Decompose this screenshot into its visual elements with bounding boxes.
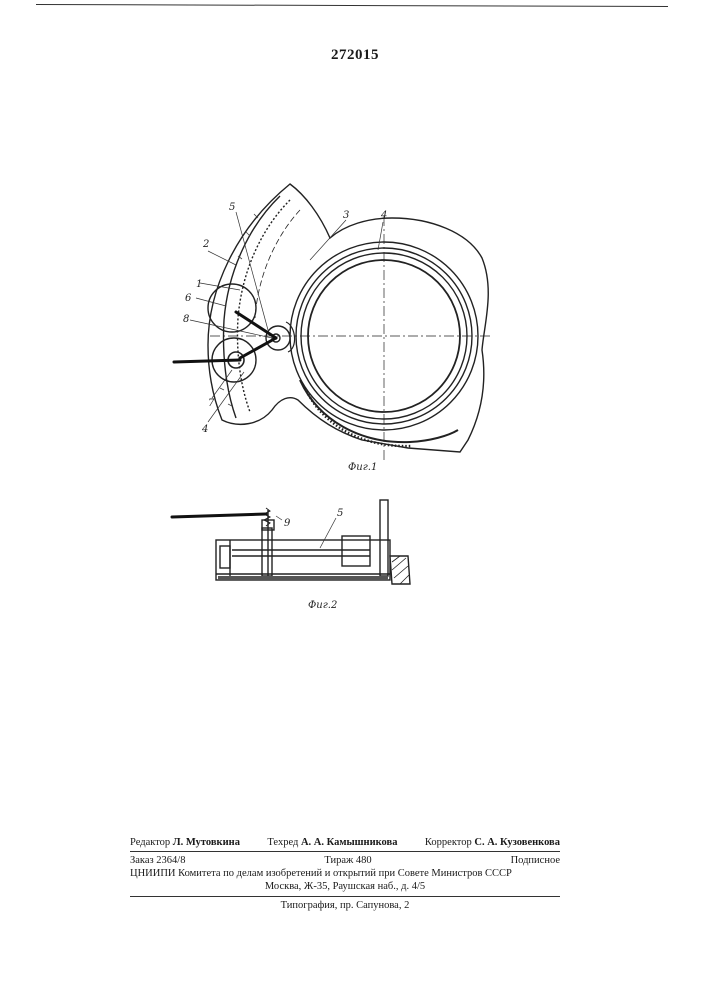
upper-lever-arm <box>236 312 276 338</box>
casing-outline <box>208 184 488 452</box>
editor-credit: Редактор Л. Мутовкина <box>130 836 240 849</box>
corrector-name: С. А. Кузовенкова <box>474 837 560 848</box>
footer-credits: Редактор Л. Мутовкина Техред А. А. Камыш… <box>130 836 560 849</box>
fig1-callout-4-lower: 4 <box>201 424 208 435</box>
fig2-bracket <box>390 556 410 584</box>
subscription-note: Подписное <box>511 854 560 867</box>
fig2-vertical-plate <box>380 500 388 576</box>
techred-credit: Техред А. А. Камышникова <box>267 836 397 849</box>
fig1-callout-8: 8 <box>183 314 189 325</box>
fig1-callout-3: 3 <box>343 210 349 221</box>
figure-1-caption: Фиг.1 <box>348 462 377 473</box>
footer-divider-2 <box>130 896 560 897</box>
fig1-callout-5: 5 <box>229 202 235 213</box>
editor-name: Л. Мутовкина <box>173 837 240 848</box>
fig1-callout-2: 2 <box>202 239 209 250</box>
order-number: Заказ 2364/8 <box>130 854 185 867</box>
reel-ring-inner <box>308 260 460 412</box>
footer-divider <box>130 851 560 852</box>
sector-inner-arc <box>224 196 281 418</box>
corrector-label: Корректор <box>425 837 472 848</box>
order-row: Заказ 2364/8 Тираж 480 Подписное <box>130 854 560 867</box>
editor-label: Редактор <box>130 837 170 848</box>
print-run: Тираж 480 <box>324 854 371 867</box>
fig2-spring <box>264 508 270 526</box>
fig1-callout-1: 1 <box>196 279 202 290</box>
pivot-roller <box>266 326 290 350</box>
fig2-callout-5: 5 <box>337 508 343 519</box>
publication-details: Заказ 2364/8 Тираж 480 Подписное ЦНИИПИ … <box>130 854 560 893</box>
fig1-callout-4-reel: 4 <box>380 210 387 221</box>
address-line: Москва, Ж-35, Раушская наб., д. 4/5 <box>130 880 560 893</box>
fig2-callout-9: 9 <box>284 518 291 529</box>
figure-2-caption: Фиг.2 <box>308 600 337 611</box>
handle-rod <box>174 360 240 362</box>
techred-name: А. А. Камышникова <box>301 837 398 848</box>
fig1-callout-6: 6 <box>185 293 192 304</box>
fig2-roller-upper <box>262 528 272 576</box>
sector-guide-arc <box>255 210 300 318</box>
corrector-credit: Корректор С. А. Кузовенкова <box>425 836 560 849</box>
institute-line: ЦНИИПИ Комитета по делам изобретений и о… <box>130 867 560 880</box>
printing-house: Типография, пр. Сапунова, 2 <box>130 899 560 912</box>
upper-roller <box>208 284 256 332</box>
fig1-callout-7: 7 <box>208 398 215 409</box>
techred-label: Техред <box>267 837 298 848</box>
fig2-handle-rod <box>172 514 266 517</box>
